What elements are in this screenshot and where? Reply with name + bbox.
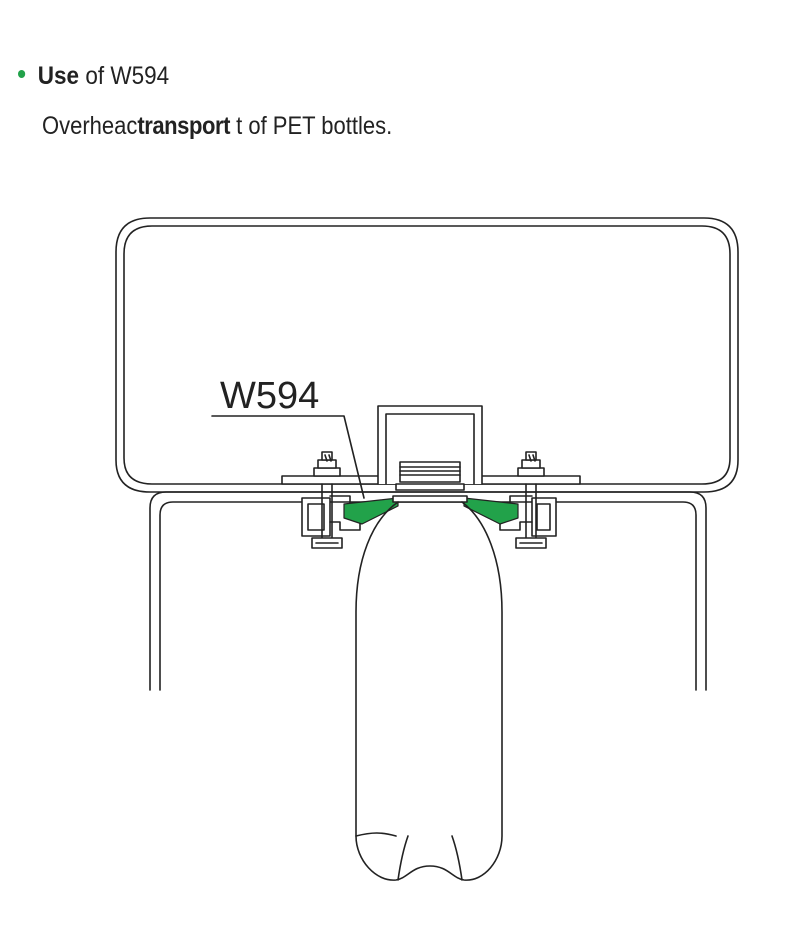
label-leader-line	[211, 415, 365, 499]
part-label-w594: W594	[220, 375, 319, 417]
description-part-3: t of PET bottles.	[236, 112, 393, 140]
description-text: Overheactransport t of PET bottles.	[42, 112, 392, 141]
left-bolt-bracket	[301, 451, 361, 549]
w594-neck-guides	[343, 497, 519, 525]
bullet-icon	[18, 70, 26, 79]
description-part-1: Overheac	[42, 112, 138, 140]
heading-of-word: of	[85, 62, 105, 90]
upper-frame-box	[115, 217, 739, 493]
lower-frame-rails	[149, 491, 707, 691]
description-part-2: transport	[137, 112, 230, 140]
pet-bottle	[355, 461, 503, 881]
right-bolt-bracket	[499, 451, 557, 549]
heading-use-word: Use	[37, 62, 80, 90]
section-heading: Use of W594	[18, 62, 169, 91]
heading-product-code: W594	[110, 62, 170, 90]
